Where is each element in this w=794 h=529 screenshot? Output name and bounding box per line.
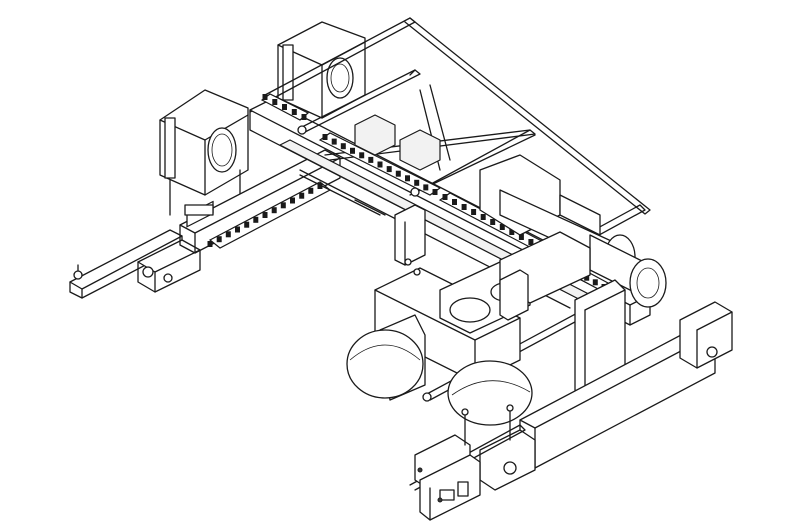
tray-link [291,109,297,115]
tray-link [499,224,505,230]
tray-link [317,183,323,189]
tray-link [350,147,355,154]
tray-link [490,219,496,225]
right-motor-end-cap [629,258,667,308]
tray-link [207,241,213,247]
mid-brackets [184,174,529,321]
right-arm-bolt [706,346,718,358]
tray-link [290,197,295,204]
tray-link [340,143,346,150]
left-arm-bolt [142,266,154,278]
tray-link [216,236,222,243]
tray-link [322,134,328,140]
tray-link [308,187,314,194]
right-enclosure-box [249,21,366,119]
tray-link [282,104,287,110]
tray-link [509,229,515,235]
right-end-arm [479,301,733,491]
tray-link [244,221,250,228]
tray-link [235,226,240,233]
tray-link [584,274,590,281]
tray-link [262,94,268,100]
tray-link [528,239,534,245]
tray-link [280,202,286,209]
tray-link [432,189,438,195]
tray-link [271,207,277,214]
tray-link [331,138,337,145]
tray-link [452,199,457,205]
left-enclosure-box [159,89,249,216]
right-large-drum [447,360,533,426]
tray-link [368,156,374,163]
tray-link [592,279,598,286]
tray-link [471,209,477,215]
tray-link [480,214,486,220]
left-large-drum [346,314,426,401]
tray-link [377,161,383,168]
tray-link [442,194,448,200]
tray-link [461,204,467,210]
tray-link [225,231,231,238]
tray-link [359,152,365,159]
tray-link [414,179,420,186]
tray-link [386,166,392,173]
tray-link [518,234,524,240]
front-tool-carriage [409,404,526,521]
tray-link [405,175,410,182]
tray-link [395,170,401,177]
tray-link [299,192,305,199]
tray-link [423,184,429,191]
tray-link [262,212,268,218]
tray-link [253,216,259,223]
tray-link [272,99,278,105]
tray-link [301,114,307,120]
